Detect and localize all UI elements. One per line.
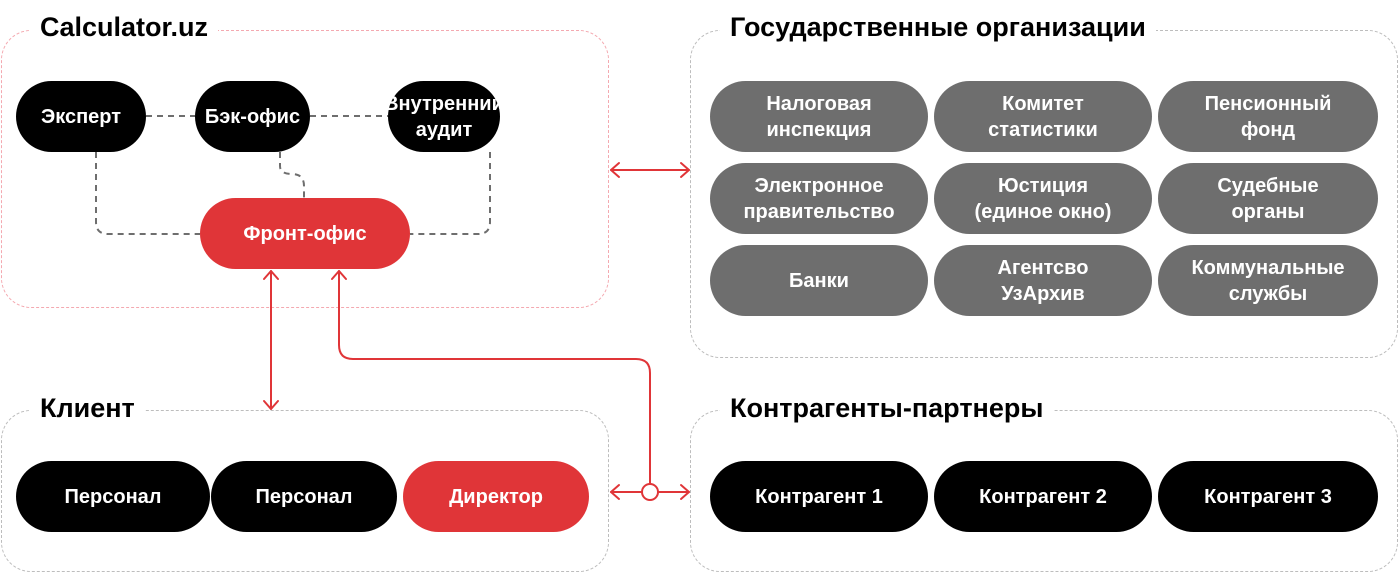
partners-title: Контрагенты-партнеры (720, 393, 1054, 423)
node-expert[interactable]: Эксперт (16, 81, 146, 152)
client-director[interactable]: Директор (403, 461, 589, 532)
government-title: Государственные организации (720, 12, 1156, 42)
partner-3[interactable]: Контрагент 3 (1158, 461, 1378, 532)
gov-tax-inspection[interactable]: Налоговая инспекция (710, 81, 928, 152)
partner-1[interactable]: Контрагент 1 (710, 461, 928, 532)
node-back-office[interactable]: Бэк-офис (195, 81, 310, 152)
client-staff-1[interactable]: Персонал (16, 461, 210, 532)
calculator-title: Calculator.uz (30, 12, 219, 42)
node-front-office[interactable]: Фронт-офис (200, 198, 410, 269)
node-internal-audit[interactable]: Внутренний аудит (384, 81, 504, 152)
partner-2[interactable]: Контрагент 2 (934, 461, 1152, 532)
gov-utilities[interactable]: Коммунальные службы (1158, 245, 1378, 316)
arrow-client-head (610, 484, 620, 500)
gov-pension-fund[interactable]: Пенсионный фонд (1158, 81, 1378, 152)
junction-circle-icon (641, 483, 659, 501)
gov-courts[interactable]: Судебные органы (1158, 163, 1378, 234)
arrow-partners-head (680, 484, 690, 500)
client-title: Клиент (30, 393, 145, 423)
arrow-calc-gov-right-head (680, 162, 690, 178)
arrow-calc-gov-left-head (610, 162, 620, 178)
gov-banks[interactable]: Банки (710, 245, 928, 316)
gov-statistics-committee[interactable]: Комитет статистики (934, 81, 1152, 152)
calculator-group (1, 30, 609, 308)
client-staff-2[interactable]: Персонал (211, 461, 397, 532)
client-group (1, 410, 609, 572)
gov-justice[interactable]: Юстиция (единое окно) (934, 163, 1152, 234)
gov-uzarchive-agency[interactable]: Агентсво УзАрхив (934, 245, 1152, 316)
gov-e-government[interactable]: Электронное правительство (710, 163, 928, 234)
arrow-front-client-bottom-head (263, 400, 279, 410)
